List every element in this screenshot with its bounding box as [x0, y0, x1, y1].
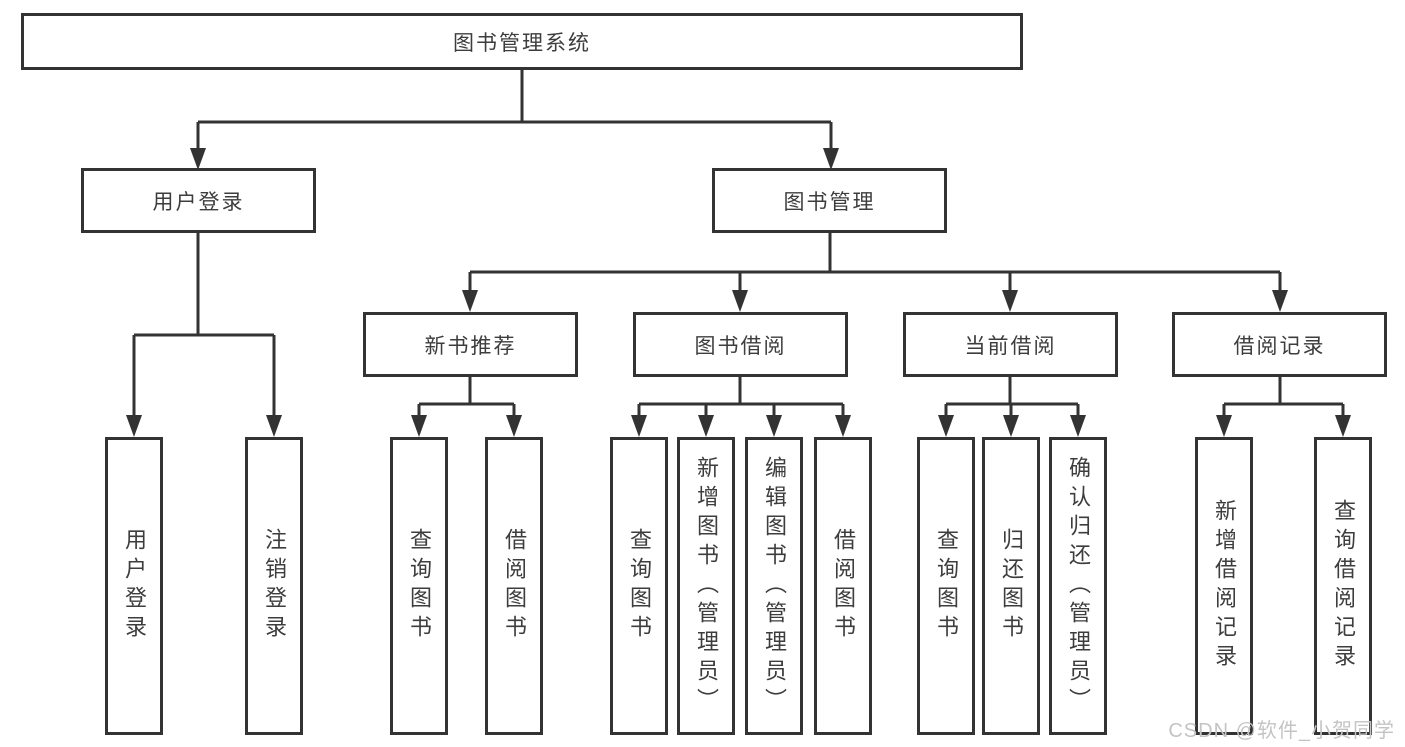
leaf-label: 查询图书 [627, 528, 652, 644]
leaf-borrow-books: 借阅图书 [814, 437, 872, 735]
leaf-label: 借阅图书 [831, 528, 856, 644]
leaf-label: 查询借阅记录 [1331, 499, 1356, 673]
leaf-label: 查询图书 [407, 528, 432, 644]
node-label: 新书推荐 [424, 334, 517, 358]
node-user-login: 用户登录 [81, 168, 316, 233]
node-book-management: 图书管理 [712, 168, 947, 233]
leaf-label: 新增图书（管理员） [694, 455, 719, 717]
leaf-query-borrow-record: 查询借阅记录 [1314, 437, 1372, 735]
leaf-add-borrow-record: 新增借阅记录 [1195, 437, 1253, 735]
node-label: 图书借阅 [694, 334, 787, 358]
leaf-query-books-borrow: 查询图书 [610, 437, 668, 735]
node-system-root: 图书管理系统 [21, 13, 1023, 70]
leaf-label: 确认归还（管理员） [1066, 455, 1091, 717]
node-label: 当前借阅 [964, 334, 1057, 358]
leaf-query-books-current: 查询图书 [917, 437, 975, 735]
leaf-confirm-return-admin: 确认归还（管理员） [1049, 437, 1107, 735]
leaf-logout: 注销登录 [245, 437, 303, 735]
node-new-book-recommend: 新书推荐 [363, 312, 578, 377]
node-label: 借阅记录 [1233, 334, 1326, 358]
leaf-label: 新增借阅记录 [1212, 499, 1237, 673]
leaf-label: 归还图书 [999, 528, 1024, 644]
node-label: 图书管理 [783, 190, 876, 214]
node-label: 用户登录 [152, 190, 245, 214]
node-book-borrow: 图书借阅 [633, 312, 848, 377]
leaf-return-books: 归还图书 [982, 437, 1040, 735]
leaf-label: 用户登录 [122, 528, 147, 644]
leaf-add-books-admin: 新增图书（管理员） [677, 437, 735, 735]
leaf-label: 编辑图书（管理员） [762, 455, 787, 717]
node-current-borrow: 当前借阅 [903, 312, 1118, 377]
arrowheads [126, 148, 1351, 437]
leaf-query-books-recommend: 查询图书 [390, 437, 448, 735]
csdn-watermark: CSDN @软件_小贺同学 [1168, 720, 1395, 742]
node-label: 图书管理系统 [453, 31, 591, 55]
node-borrow-record: 借阅记录 [1172, 312, 1387, 377]
leaf-user-login: 用户登录 [105, 437, 163, 735]
leaf-label: 注销登录 [262, 528, 287, 644]
leaf-label: 查询图书 [934, 528, 959, 644]
leaf-edit-books-admin: 编辑图书（管理员） [745, 437, 803, 735]
leaf-borrow-books-recommend: 借阅图书 [485, 437, 543, 735]
leaf-label: 借阅图书 [502, 528, 527, 644]
